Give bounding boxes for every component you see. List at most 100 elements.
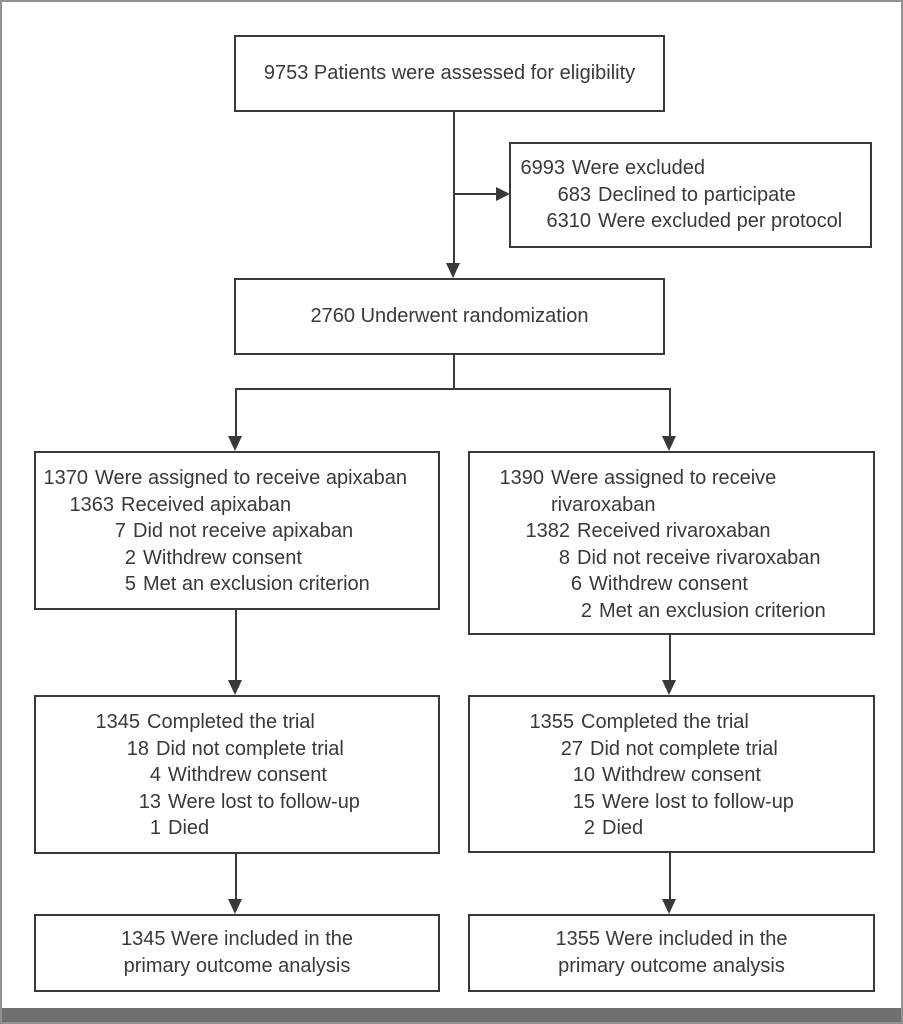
label: Were excluded xyxy=(572,157,706,179)
flow-line: 1382 Received rivaroxaban xyxy=(498,518,873,545)
count: 13 xyxy=(138,790,161,813)
flow-line: 1370 Were assigned to receive apixaban xyxy=(42,465,438,492)
box-text-line: primary outcome analysis xyxy=(558,955,785,977)
flow-line: 27 Did not complete trial xyxy=(528,736,873,763)
count: 683 xyxy=(557,183,591,206)
count: 2 xyxy=(583,817,595,839)
flow-line: 2 Died xyxy=(528,815,873,842)
flow-line: 1363 Received apixaban xyxy=(42,492,438,519)
box-eligibility-assessed: 9753 Patients were assessed for eligibil… xyxy=(234,35,665,112)
connector-apixaban-completed-to-included xyxy=(235,854,237,900)
label: Were assigned to receive rivaroxaban xyxy=(551,467,777,516)
connector-assessed-to-randomized xyxy=(453,112,455,264)
label: Withdrew consent xyxy=(589,573,748,595)
label: Were lost to follow-up xyxy=(602,790,794,813)
count: 1382 xyxy=(525,520,571,542)
count: 7 xyxy=(114,520,126,542)
box-apixaban-primary-analysis: 1345 Were included in the primary outcom… xyxy=(34,914,440,992)
label: Withdrew consent xyxy=(602,764,761,786)
count: 1370 xyxy=(43,467,89,489)
count: 1345 xyxy=(95,711,141,733)
box-apixaban-assigned: 1370 Were assigned to receive apixaban 1… xyxy=(34,451,440,610)
label: Declined to participate xyxy=(598,183,796,206)
count: 15 xyxy=(572,790,595,813)
arrowhead-down-randomized xyxy=(446,263,460,278)
label: Died xyxy=(602,817,644,839)
label: Withdrew consent xyxy=(168,764,327,786)
flow-line: 8 Did not receive rivaroxaban xyxy=(498,545,873,572)
connector-randomized-stub xyxy=(453,355,455,390)
flow-line: 1390 Were assigned to receive rivaroxaba… xyxy=(498,465,873,518)
label: Did not complete trial xyxy=(590,737,778,760)
label: Received apixaban xyxy=(121,493,292,516)
box-rivaroxaban-assigned: 1390 Were assigned to receive rivaroxaba… xyxy=(468,451,875,635)
box-rivaroxaban-completed: 1355 Completed the trial 27 Did not comp… xyxy=(468,695,875,853)
connector-right-arm-drop xyxy=(669,388,671,437)
label: Completed the trial xyxy=(147,711,315,733)
count: 6310 xyxy=(546,210,592,232)
count: 1390 xyxy=(499,467,545,489)
flow-line: 6 Withdrew consent xyxy=(498,571,873,598)
label: Met an exclusion criterion xyxy=(599,599,826,622)
label: Did not complete trial xyxy=(156,737,344,760)
count: 18 xyxy=(126,737,149,760)
flow-line: 4 Withdrew consent xyxy=(94,762,438,789)
count: 2 xyxy=(580,599,592,622)
box-text: 9753 Patients were assessed for eligibil… xyxy=(263,62,636,84)
arrowhead-down-apixaban-assigned xyxy=(228,436,242,451)
figure-frame-bottom-bar xyxy=(2,1008,901,1022)
count: 1355 xyxy=(529,711,575,733)
arrowhead-down-rivaroxaban-completed xyxy=(662,680,676,695)
arrowhead-down-rivaroxaban-assigned xyxy=(662,436,676,451)
count: 5 xyxy=(124,573,136,595)
flow-line: 15 Were lost to follow-up xyxy=(528,789,873,816)
arrowhead-down-apixaban-included xyxy=(228,899,242,914)
label: Received rivaroxaban xyxy=(577,520,771,542)
connector-rivaroxaban-completed-to-included xyxy=(669,853,671,900)
count: 1 xyxy=(149,817,161,839)
label: Were excluded per protocol xyxy=(598,210,843,232)
label: Were assigned to receive apixaban xyxy=(95,467,408,489)
label: Met an exclusion criterion xyxy=(143,573,370,595)
flow-line: 683 Declined to participate xyxy=(519,182,870,209)
label: Died xyxy=(168,817,210,839)
count: 1363 xyxy=(69,493,115,516)
label: Were lost to follow-up xyxy=(168,790,360,813)
connector-apixaban-assigned-to-completed xyxy=(235,609,237,681)
flow-line: 10 Withdrew consent xyxy=(528,762,873,789)
flow-line: 7 Did not receive apixaban xyxy=(42,518,438,545)
flow-line: 6993 Were excluded xyxy=(519,155,870,182)
count: 4 xyxy=(149,764,161,786)
flow-line: 5 Met an exclusion criterion xyxy=(42,571,438,598)
count: 6993 xyxy=(520,157,566,179)
box-rivaroxaban-primary-analysis: 1355 Were included in the primary outcom… xyxy=(468,914,875,992)
count: 6 xyxy=(570,573,582,595)
box-text: 2760 Underwent randomization xyxy=(310,305,589,327)
count: 27 xyxy=(560,737,583,760)
count: 8 xyxy=(558,546,570,569)
flow-line: 1355 Completed the trial xyxy=(528,709,873,736)
arrowhead-down-rivaroxaban-included xyxy=(662,899,676,914)
label: Withdrew consent xyxy=(143,546,302,569)
flow-line: 2 Withdrew consent xyxy=(42,545,438,572)
label: Did not receive rivaroxaban xyxy=(577,546,821,569)
connector-left-arm-drop xyxy=(235,388,237,437)
connector-branch-horizontal xyxy=(235,388,671,390)
flow-line: 18 Did not complete trial xyxy=(94,736,438,763)
flow-line: 13 Were lost to follow-up xyxy=(94,789,438,816)
label: Did not receive apixaban xyxy=(133,520,354,542)
label: Completed the trial xyxy=(581,711,749,733)
count: 10 xyxy=(572,764,595,786)
arrowhead-right-excluded xyxy=(496,187,510,201)
arrowhead-down-apixaban-completed xyxy=(228,680,242,695)
box-text-line: 1355 Were included in the xyxy=(555,928,788,950)
count: 2 xyxy=(124,546,136,569)
connector-to-excluded xyxy=(454,193,496,195)
box-text-line: primary outcome analysis xyxy=(123,955,351,977)
flow-line: 6310 Were excluded per protocol xyxy=(519,208,870,235)
box-text-line: 1345 Were included in the xyxy=(120,928,353,950)
box-excluded: 6993 Were excluded 683 Declined to parti… xyxy=(509,142,872,248)
box-apixaban-completed: 1345 Completed the trial 18 Did not comp… xyxy=(34,695,440,854)
box-randomized: 2760 Underwent randomization xyxy=(234,278,665,355)
